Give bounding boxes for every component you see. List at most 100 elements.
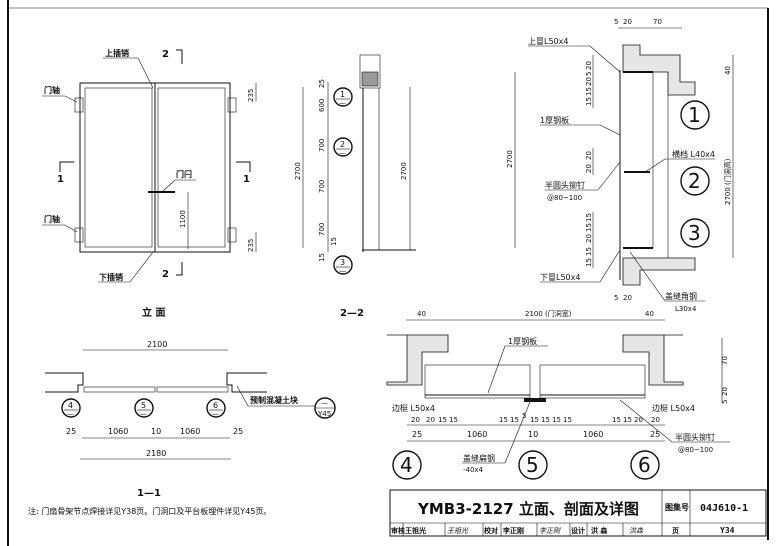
label-rivet-spacing-v: @80~100 (547, 194, 582, 202)
detail-callout-5: 5 (518, 450, 548, 480)
section-1-1-title: 1—1 (137, 488, 161, 499)
dim-70-h: 70 (721, 356, 729, 365)
hinge-top-left (74, 97, 84, 113)
review-label: 审核 (391, 526, 405, 535)
section-2-2-title: 2—2 (340, 308, 364, 319)
note: 注: 门扇骨架节点焊接详见Y38页。门洞口及平台板埋件详见Y45页。 (28, 506, 271, 516)
dim-20-h: 20 (721, 387, 729, 396)
ref-y45[interactable]: — Y45 (314, 397, 336, 419)
dim-2700-right: 2700 (门洞高) (723, 158, 732, 205)
hinge-top-right (227, 97, 237, 113)
dim-5-h: 5 (721, 400, 729, 404)
section-mark-2-bottom: 2 (162, 269, 169, 280)
dim-2700-left: 2700 (506, 150, 514, 168)
leaf-left-section (424, 364, 531, 399)
dim-25-left-h: 25 (412, 430, 422, 439)
drawing-title: YMB3-2127 立面、剖面及详图 (417, 500, 639, 518)
callout-3[interactable]: 3 — (333, 255, 353, 275)
hinge-bottom-right (227, 227, 237, 243)
title-block: YMB3-2127 立面、剖面及详图 图集号 04J610-1 审核 王祖光 王… (389, 489, 767, 537)
dim-small: 20 (651, 416, 660, 424)
label-latch: 门闩 (176, 169, 192, 179)
dim-25-left: 25 (66, 427, 76, 436)
svg-text:—: — (321, 399, 328, 407)
detail-callout-1: 1 (680, 100, 710, 130)
door-leaf-right (157, 87, 226, 248)
dim-700b: 700 (318, 180, 326, 193)
svg-text:3: 3 (340, 258, 345, 267)
dim-stack: 15 (585, 87, 593, 96)
elevation-title: 立 面 (142, 306, 165, 319)
dim-700c: 700 (318, 223, 326, 236)
svg-text:1: 1 (688, 103, 701, 127)
dim-stack: 15 (585, 258, 593, 267)
label-top-bolt: 上插销 (105, 48, 129, 58)
dim-small: 15 (530, 416, 539, 424)
detail-callout-3: 3 (680, 218, 710, 248)
dim-total-left: 2700 (294, 162, 302, 180)
callout-2[interactable]: 2 — (333, 137, 353, 157)
svg-text:6: 6 (213, 401, 218, 410)
svg-text:2: 2 (688, 169, 701, 193)
label-rivet-h: 半圆头铆钉 (675, 432, 715, 442)
section-mark-2-top: 2 (162, 49, 169, 60)
dim-70-top: 70 (653, 18, 662, 26)
dim-small: 5 (522, 412, 526, 420)
label-cover-flat: 盖缝扁钢 (463, 453, 495, 463)
dim-small: 20 (426, 416, 435, 424)
label-rivet-v: 半圆头铆钉 (545, 180, 585, 190)
dim-600: 600 (318, 99, 326, 112)
dim-latch-height: 1100 (179, 210, 187, 228)
dim-small: 15 (449, 416, 458, 424)
callout-4[interactable]: 4— (61, 398, 81, 418)
atlas-number: 04J610-1 (700, 503, 748, 514)
label-rail: 横档 L40x4 (672, 149, 715, 159)
dim-1060-right-h: 1060 (583, 430, 603, 439)
svg-text:—: — (212, 410, 219, 418)
dim-stack: 15 (585, 213, 593, 222)
label-cover-angle: 盖缝角钢 (665, 291, 697, 301)
dim-small: 20 (411, 416, 420, 424)
label-plate-v: 1厚钢板 (540, 115, 569, 125)
dim-stack: 20 (585, 61, 593, 70)
dim-1060-a: 1060 (108, 427, 128, 436)
dim-20-top: 20 (623, 18, 632, 26)
hinge-bottom-left (74, 227, 84, 243)
section-mark-1-right: 1 (243, 174, 250, 185)
svg-text:5: 5 (526, 453, 539, 477)
svg-text:—: — (67, 410, 74, 418)
dim-stack: 15 (585, 97, 593, 106)
door-leaf-left (84, 87, 153, 248)
page-label: 页 (672, 527, 679, 535)
reviewer: 王祖光 (405, 526, 426, 535)
dim-small: 15 (623, 416, 632, 424)
detail-callout-6: 6 (630, 450, 660, 480)
elevation-view: 上插销 门轴 门轴 门闩 下插销 2 2 1 1 235 235 1100 立 … (42, 48, 257, 319)
dim-small: 15 (552, 416, 561, 424)
detail-callout-2: 2 (680, 166, 710, 196)
svg-text:4: 4 (400, 453, 413, 477)
section-mark-1-left: 1 (57, 174, 64, 185)
dim-hinge-top: 235 (247, 89, 255, 102)
svg-text:—: — (339, 149, 346, 157)
dim-small: 15 (541, 416, 550, 424)
page-number: Y34 (720, 526, 735, 535)
callout-5[interactable]: 5— (134, 398, 154, 418)
callout-6[interactable]: 6— (206, 398, 226, 418)
svg-text:3: 3 (688, 221, 701, 245)
dim-40-right: 40 (724, 66, 732, 75)
svg-text:—: — (339, 267, 346, 275)
detail-callout-4: 4 (392, 450, 422, 480)
dim-5-top: 5 (614, 18, 618, 26)
dim-25-right-h: 25 (650, 430, 660, 439)
dim-small: 15 (499, 416, 508, 424)
dim-hinge-bottom: 235 (247, 239, 255, 252)
callout-1[interactable]: 1 — (333, 87, 353, 107)
dim-700a: 700 (318, 139, 326, 152)
section-1-1: 2100 预制混凝土块 — Y45 4— 5— 6— 25 1060 10 10… (45, 340, 336, 499)
dim-small: 20 (634, 416, 643, 424)
dim-stack: 20 (585, 151, 593, 160)
atlas-label: 图集号 (665, 502, 689, 512)
dim-top: 25 (318, 79, 326, 88)
horizontal-detail: 40 2100 (门洞宽) 40 1厚钢板 边梃 L50x4 边梃 L50x4 … (386, 309, 730, 480)
